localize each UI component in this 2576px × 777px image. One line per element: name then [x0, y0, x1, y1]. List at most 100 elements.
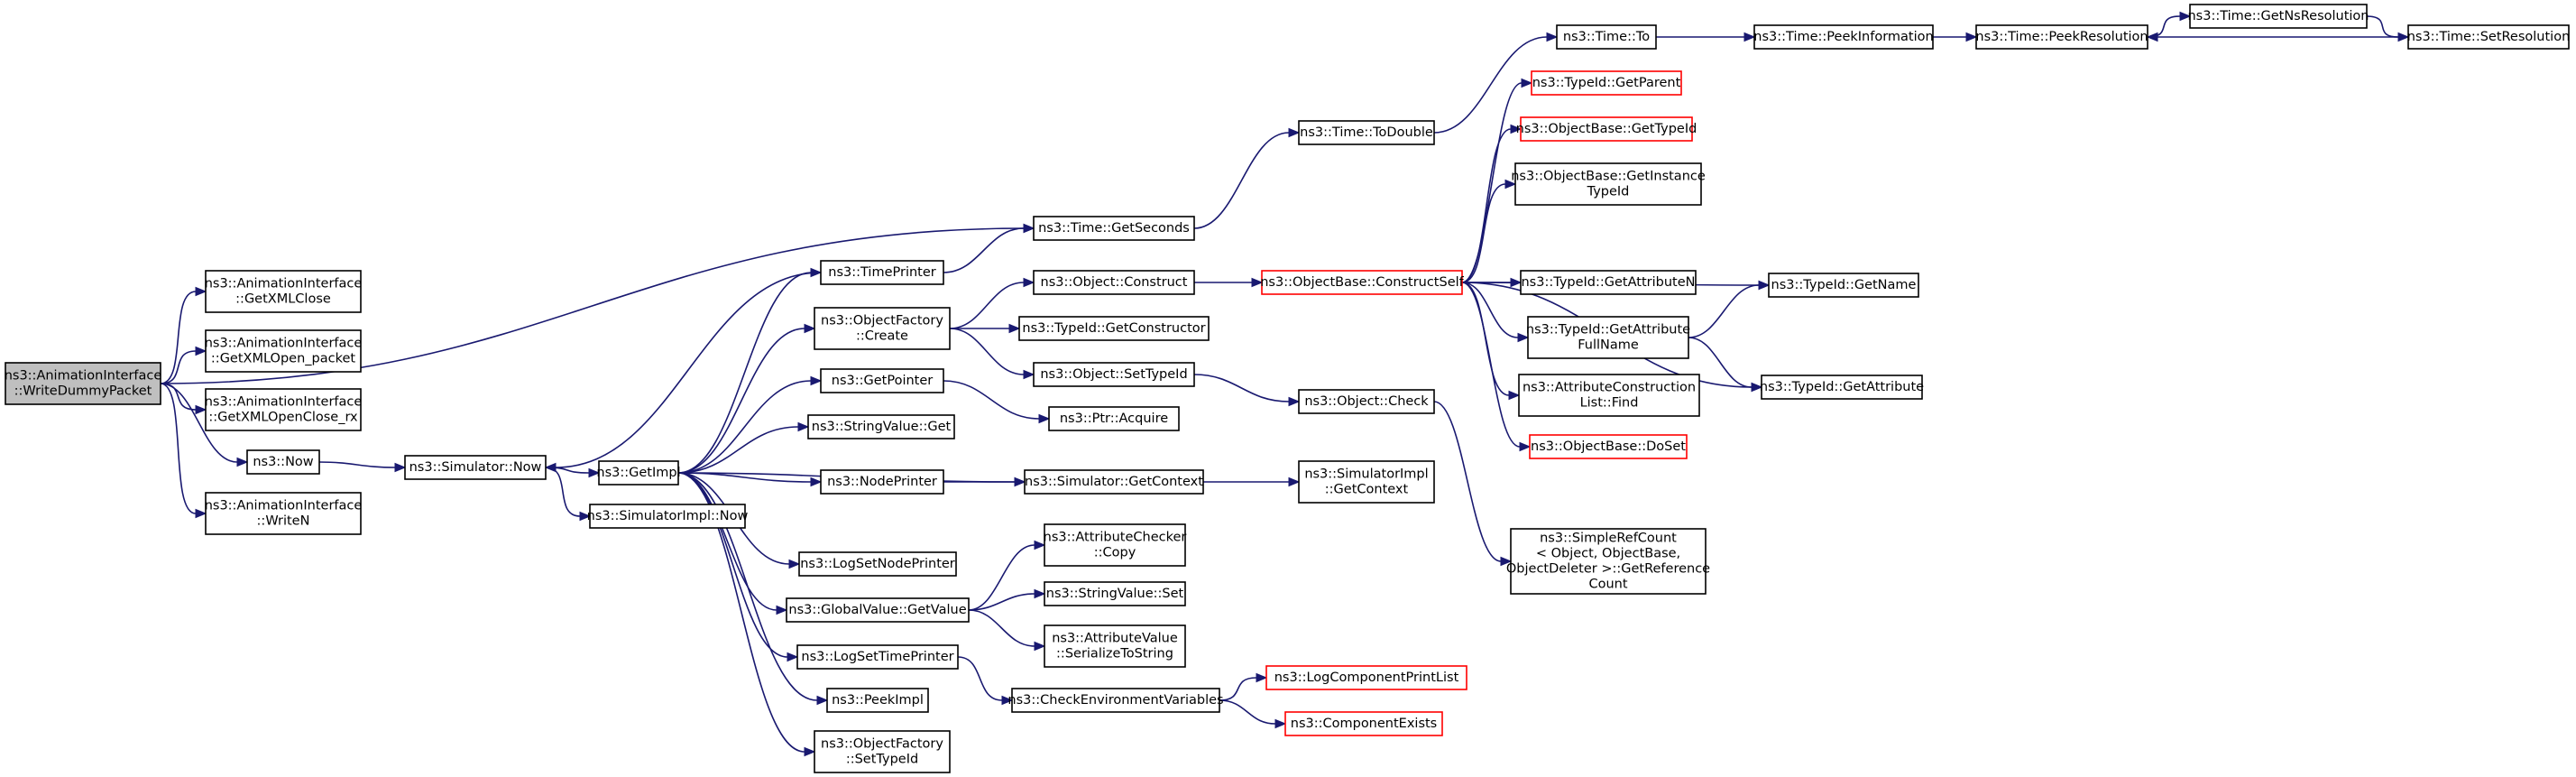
graph-node-ns3-now[interactable]: ns3::Now [246, 449, 320, 475]
graph-node-ns3-time-peekresolution[interactable]: ns3::Time::PeekResolution [1975, 24, 2148, 50]
call-edge-line [1461, 183, 1506, 283]
call-edge [1933, 32, 1978, 42]
graph-node-ns3-logsetnodeprinter[interactable]: ns3::LogSetNodePrinter [798, 551, 957, 577]
node-label: ns3::AnimationInterface [205, 277, 363, 291]
graph-node-ns3-componentexists[interactable]: ns3::ComponentExists [1284, 711, 1443, 736]
arrowhead-icon [195, 404, 207, 415]
call-edge-line [1219, 699, 1276, 725]
node-label: ns3::Object::Construct [1041, 275, 1188, 290]
graph-node-ns3-animationinterface-getxmlclose[interactable]: ns3::AnimationInterface::GetXMLClose [205, 270, 363, 313]
graph-node-ns3-objectbase-doset[interactable]: ns3::ObjectBase::DoSet [1529, 434, 1688, 459]
graph-node-ns3-attributechecker-copy[interactable]: ns3::AttributeChecker::Copy [1044, 523, 1187, 567]
arrowhead-icon [1008, 323, 1021, 334]
graph-node-ns3-timeprinter[interactable]: ns3::TimePrinter [820, 260, 944, 285]
call-edge-line [160, 383, 197, 411]
graph-node-ns3-logsettimeprinter[interactable]: ns3::LogSetTimePrinter [796, 644, 959, 670]
node-label: TypeId [1587, 185, 1630, 199]
graph-node-ns3-time-getseconds[interactable]: ns3::Time::GetSeconds [1033, 216, 1195, 241]
node-box [1520, 270, 1697, 295]
graph-node-ns3-objectbase-constructself[interactable]: ns3::ObjectBase::ConstructSelf [1260, 270, 1465, 295]
arrowhead-icon [1521, 78, 1533, 88]
call-edge-line [1433, 401, 1502, 562]
arrowhead-icon [1546, 32, 1559, 42]
call-edge [950, 323, 1021, 334]
call-edge-line [677, 426, 799, 474]
graph-node-ns3-typeid-getattributen[interactable]: ns3::TypeId::GetAttributeN [1520, 270, 1697, 295]
graph-node-ns3-simplerefcount-object-objectbase-objectdeleter-getreference-count[interactable]: ns3::SimpleRefCount< Object, ObjectBase,… [1506, 528, 1710, 595]
call-edge [1656, 32, 1756, 42]
arrowhead-icon [1504, 179, 1517, 190]
arrowhead-icon [1510, 124, 1523, 134]
graph-node-ns3-time-to[interactable]: ns3::Time::To [1556, 24, 1657, 50]
graph-node-ns3-getimpl[interactable]: ns3::GetImpl [596, 460, 681, 486]
graph-node-ns3-objectfactory-settypeid[interactable]: ns3::ObjectFactory::SetTypeId [814, 730, 951, 773]
graph-node-ns3-time-getnsresolution[interactable]: ns3::Time::GetNsResolution [2187, 4, 2369, 29]
node-box [1510, 528, 1707, 595]
graph-node-ns3-object-check[interactable]: ns3::Object::Check [1298, 389, 1435, 414]
node-label: ns3::Time::ToDouble [1300, 125, 1433, 140]
node-label: ::Copy [1094, 546, 1136, 560]
call-edge [1433, 32, 1559, 134]
graph-node-ns3-logcomponentprintlist[interactable]: ns3::LogComponentPrintList [1265, 665, 1467, 690]
graph-node-ns3-typeid-getparent[interactable]: ns3::TypeId::GetParent [1531, 70, 1682, 96]
graph-node-ns3-simulator-getcontext[interactable]: ns3::Simulator::GetContext [1024, 469, 1204, 495]
node-label: ns3::LogComponentPrintList [1274, 671, 1459, 685]
call-edge [2147, 11, 2192, 38]
graph-node-ns3-simulatorimpl-now[interactable]: ns3::SimulatorImpl::Now [587, 504, 749, 529]
graph-node-ns3-objectbase-gettypeid[interactable]: ns3::ObjectBase::GetTypeId [1516, 116, 1697, 142]
graph-node-ns3-time-peekinformation[interactable]: ns3::Time::PeekInformation [1753, 24, 1934, 50]
node-box [826, 688, 929, 713]
graph-node-ns3-animationinterface-getxmlopen-packet[interactable]: ns3::AnimationInterface::GetXMLOpen_pack… [205, 329, 363, 373]
node-box [1284, 711, 1443, 736]
graph-node-ns3-typeid-getattribute[interactable]: ns3::TypeId::GetAttribute [1760, 375, 1924, 400]
call-edge-line [677, 472, 777, 611]
graph-node-ns3-nodeprinter[interactable]: ns3::NodePrinter [820, 469, 944, 495]
node-box [1033, 362, 1195, 387]
graph-node-ns3-stringvalue-set[interactable]: ns3::StringValue::Set [1044, 581, 1186, 606]
arrowhead-icon [776, 605, 788, 615]
graph-node-ns3-getpointer[interactable]: ns3::GetPointer [820, 368, 944, 393]
node-label: ::WriteN [257, 514, 310, 529]
graph-node-ns3-typeid-getconstructor[interactable]: ns3::TypeId::GetConstructor [1018, 316, 1210, 341]
graph-node-ns3-simulator-now[interactable]: ns3::Simulator::Now [404, 455, 547, 480]
graph-node-ns3-animationinterface-writen[interactable]: ns3::AnimationInterface::WriteN [205, 492, 363, 535]
graph-node-ns3-object-construct[interactable]: ns3::Object::Construct [1033, 270, 1195, 295]
graph-node-ns3-object-settypeid[interactable]: ns3::Object::SetTypeId [1033, 362, 1195, 387]
node-label: ::SetTypeId [846, 753, 918, 767]
graph-node-ns3-time-todouble[interactable]: ns3::Time::ToDouble [1298, 120, 1435, 145]
node-box [814, 730, 951, 773]
call-edge-line [677, 472, 818, 701]
graph-node-ns3-peekimpl[interactable]: ns3::PeekImpl [826, 688, 929, 713]
call-edge [1433, 401, 1513, 567]
graph-node-ns3-attributevalue-serializetostring[interactable]: ns3::AttributeValue::SerializeToString [1044, 624, 1186, 668]
graph-node-ns3-ptr-acquire[interactable]: ns3::Ptr::Acquire [1048, 406, 1180, 431]
graph-node-ns3-objectfactory-create[interactable]: ns3::ObjectFactory::Create [814, 307, 951, 350]
arrowhead-icon [1758, 280, 1771, 291]
graph-node-ns3-globalvalue-getvalue[interactable]: ns3::GlobalValue::GetValue [786, 597, 970, 623]
graph-node-ns3-animationinterface-writedummypacket[interactable]: ns3::AnimationInterface::WriteDummyPacke… [5, 362, 162, 405]
call-edge-line [2366, 15, 2399, 38]
call-edge [943, 476, 1026, 487]
node-label: ::GetXMLOpen_packet [211, 352, 355, 366]
node-label: ns3::ObjectBase::GetTypeId [1516, 122, 1697, 136]
call-edge [1461, 282, 1521, 401]
call-edge [2146, 32, 2408, 42]
node-box [820, 368, 944, 393]
node-label: ::WriteDummyPacket [14, 384, 152, 399]
arrowhead-icon [816, 695, 829, 706]
node-box [1044, 523, 1186, 567]
graph-node-ns3-simulatorimpl-getcontext[interactable]: ns3::SimulatorImpl::GetContext [1298, 460, 1435, 504]
graph-node-ns3-typeid-getname[interactable]: ns3::TypeId::GetName [1768, 273, 1919, 298]
call-edge [1461, 282, 1532, 452]
graph-node-ns3-checkenvironmentvariables[interactable]: ns3::CheckEnvironmentVariables [1007, 688, 1224, 713]
graph-node-ns3-animationinterface-getxmlopenclose-rx[interactable]: ns3::AnimationInterface::GetXMLOpenClose… [205, 388, 363, 431]
node-label: ns3::LogSetNodePrinter [800, 557, 955, 571]
call-edge [1193, 374, 1301, 407]
graph-node-ns3-stringvalue-get[interactable]: ns3::StringValue::Get [807, 414, 955, 439]
arrowhead-icon [195, 346, 207, 356]
graph-node-ns3-time-setresolution[interactable]: ns3::Time::SetResolution [2407, 24, 2571, 50]
node-box [796, 644, 959, 670]
